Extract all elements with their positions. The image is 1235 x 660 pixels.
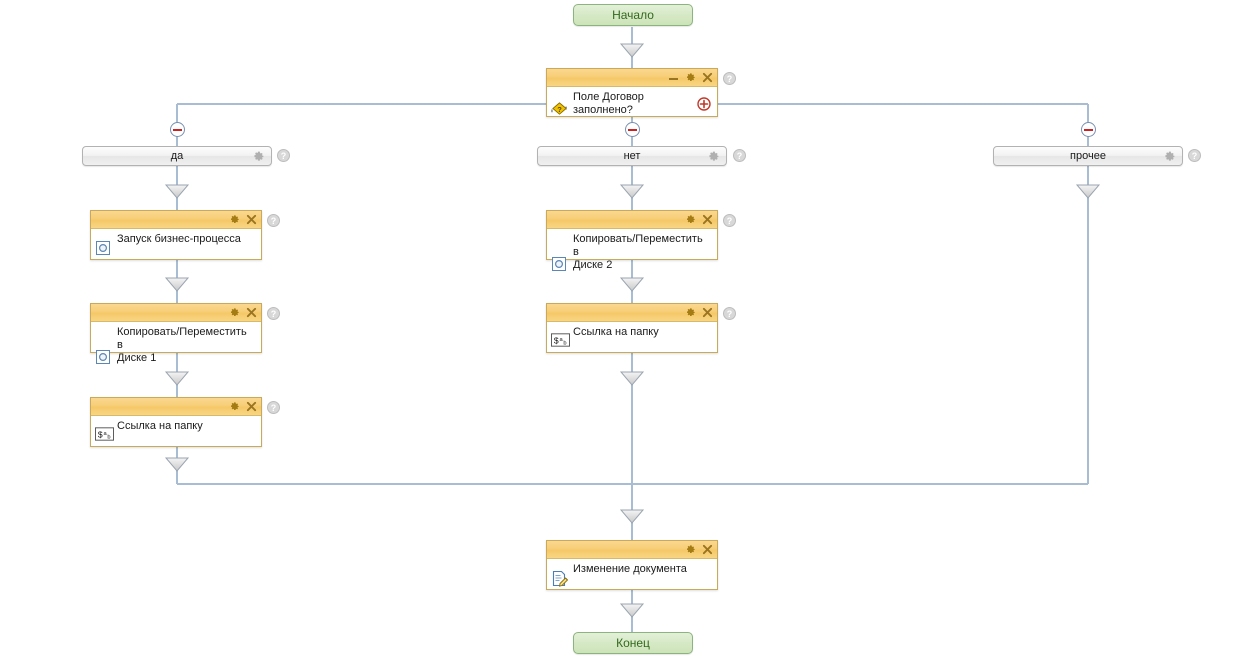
collapse-toggle-prochee[interactable] — [1081, 122, 1096, 137]
activity-body: $ a b Ссылка на папку — [547, 322, 717, 353]
svg-text:b: b — [107, 434, 110, 440]
activity-folder-link-1[interactable]: $ a b Ссылка на папку — [90, 397, 262, 447]
condition-label-line2: заполнено? — [573, 104, 633, 116]
minimize-icon[interactable] — [668, 72, 679, 83]
activity-start-bp-help-icon[interactable]: ? — [267, 214, 280, 227]
activity-doc-change[interactable]: Изменение документа — [546, 540, 718, 590]
variable-link-icon: $ a b — [95, 427, 114, 443]
end-node[interactable]: Конец — [573, 632, 693, 654]
activity-label-line1: Изменение документа — [573, 563, 687, 575]
close-icon[interactable] — [702, 307, 713, 318]
close-icon[interactable] — [246, 214, 257, 225]
activity-label-line1: Ссылка на папку — [573, 326, 659, 338]
branch-label-da[interactable]: да — [82, 146, 272, 166]
activity-body: Копировать/Переместить в Диске 1 — [91, 322, 261, 369]
close-icon[interactable] — [246, 401, 257, 412]
activity-label-line2: Диске 2 — [573, 259, 613, 271]
svg-text:b: b — [563, 340, 566, 346]
close-icon[interactable] — [702, 214, 713, 225]
activity-folder-link-1-help-icon[interactable]: ? — [267, 401, 280, 414]
activity-title-bar — [547, 211, 717, 229]
condition-node[interactable]: ? Поле Договор заполнено? — [546, 68, 718, 117]
condition-title-bar — [547, 69, 717, 87]
disk-copy-icon — [551, 256, 568, 272]
gear-icon[interactable] — [685, 72, 696, 83]
activity-title-bar — [91, 398, 261, 416]
activity-copy-move-2-help-icon[interactable]: ? — [723, 214, 736, 227]
condition-label-line1: Поле Договор — [573, 91, 644, 103]
condition-diamond-icon: ? — [551, 101, 568, 117]
add-branch-icon[interactable] — [697, 97, 711, 111]
close-icon[interactable] — [702, 72, 713, 83]
branch-label-prochee[interactable]: прочее — [993, 146, 1183, 166]
activity-title-bar — [547, 304, 717, 322]
close-icon[interactable] — [702, 544, 713, 555]
activity-folder-link-2-help-icon[interactable]: ? — [723, 307, 736, 320]
activity-copy-move-1-help-icon[interactable]: ? — [267, 307, 280, 320]
collapse-toggle-da[interactable] — [170, 122, 185, 137]
gear-icon[interactable] — [1163, 150, 1176, 163]
activity-title-bar — [547, 541, 717, 559]
branch-net-help-icon[interactable]: ? — [733, 149, 746, 162]
svg-text:$: $ — [554, 335, 559, 345]
gear-icon[interactable] — [229, 401, 240, 412]
activity-label-line1: Копировать/Переместить в — [573, 233, 703, 258]
activity-label-line1: Копировать/Переместить в — [117, 326, 247, 351]
gear-icon[interactable] — [229, 307, 240, 318]
branch-label-net[interactable]: нет — [537, 146, 727, 166]
activity-label-line2: Диске 1 — [117, 352, 157, 364]
activity-body: Копировать/Переместить в Диске 2 — [547, 229, 717, 276]
collapse-toggle-net[interactable] — [625, 122, 640, 137]
activity-title-bar — [91, 304, 261, 322]
condition-help-icon[interactable]: ? — [723, 72, 736, 85]
activity-copy-move-2[interactable]: Копировать/Переместить в Диске 2 — [546, 210, 718, 271]
variable-link-icon: $ a b — [551, 333, 570, 349]
gear-icon[interactable] — [707, 150, 720, 163]
activity-body: $ a b Ссылка на папку — [91, 416, 261, 447]
document-edit-icon — [551, 570, 569, 587]
gear-icon[interactable] — [252, 150, 265, 163]
gear-icon[interactable] — [229, 214, 240, 225]
activity-label-line1: Ссылка на папку — [117, 420, 203, 432]
svg-text:a: a — [104, 431, 108, 437]
activity-body: Изменение документа — [547, 559, 717, 590]
svg-text:a: a — [560, 337, 564, 343]
branch-label-prochee-text: прочее — [1070, 150, 1106, 162]
branch-prochee-help-icon[interactable]: ? — [1188, 149, 1201, 162]
svg-text:?: ? — [557, 105, 562, 114]
branch-da-help-icon[interactable]: ? — [277, 149, 290, 162]
activity-copy-move-1[interactable]: Копировать/Переместить в Диске 1 — [90, 303, 262, 364]
condition-body: ? Поле Договор заполнено? — [547, 87, 717, 121]
activity-title-bar — [91, 211, 261, 229]
close-icon[interactable] — [246, 307, 257, 318]
activity-body: Запуск бизнес-процесса — [91, 229, 261, 260]
start-node[interactable]: Начало — [573, 4, 693, 26]
process-start-icon — [95, 240, 112, 256]
activity-folder-link-2[interactable]: $ a b Ссылка на папку — [546, 303, 718, 353]
gear-icon[interactable] — [685, 307, 696, 318]
activity-start-bp[interactable]: Запуск бизнес-процесса — [90, 210, 262, 260]
branch-label-net-text: нет — [623, 150, 641, 162]
svg-text:$: $ — [98, 429, 103, 439]
gear-icon[interactable] — [685, 214, 696, 225]
activity-label-line1: Запуск бизнес-процесса — [117, 233, 241, 245]
disk-copy-icon — [95, 349, 112, 365]
gear-icon[interactable] — [685, 544, 696, 555]
branch-label-da-text: да — [170, 150, 184, 162]
